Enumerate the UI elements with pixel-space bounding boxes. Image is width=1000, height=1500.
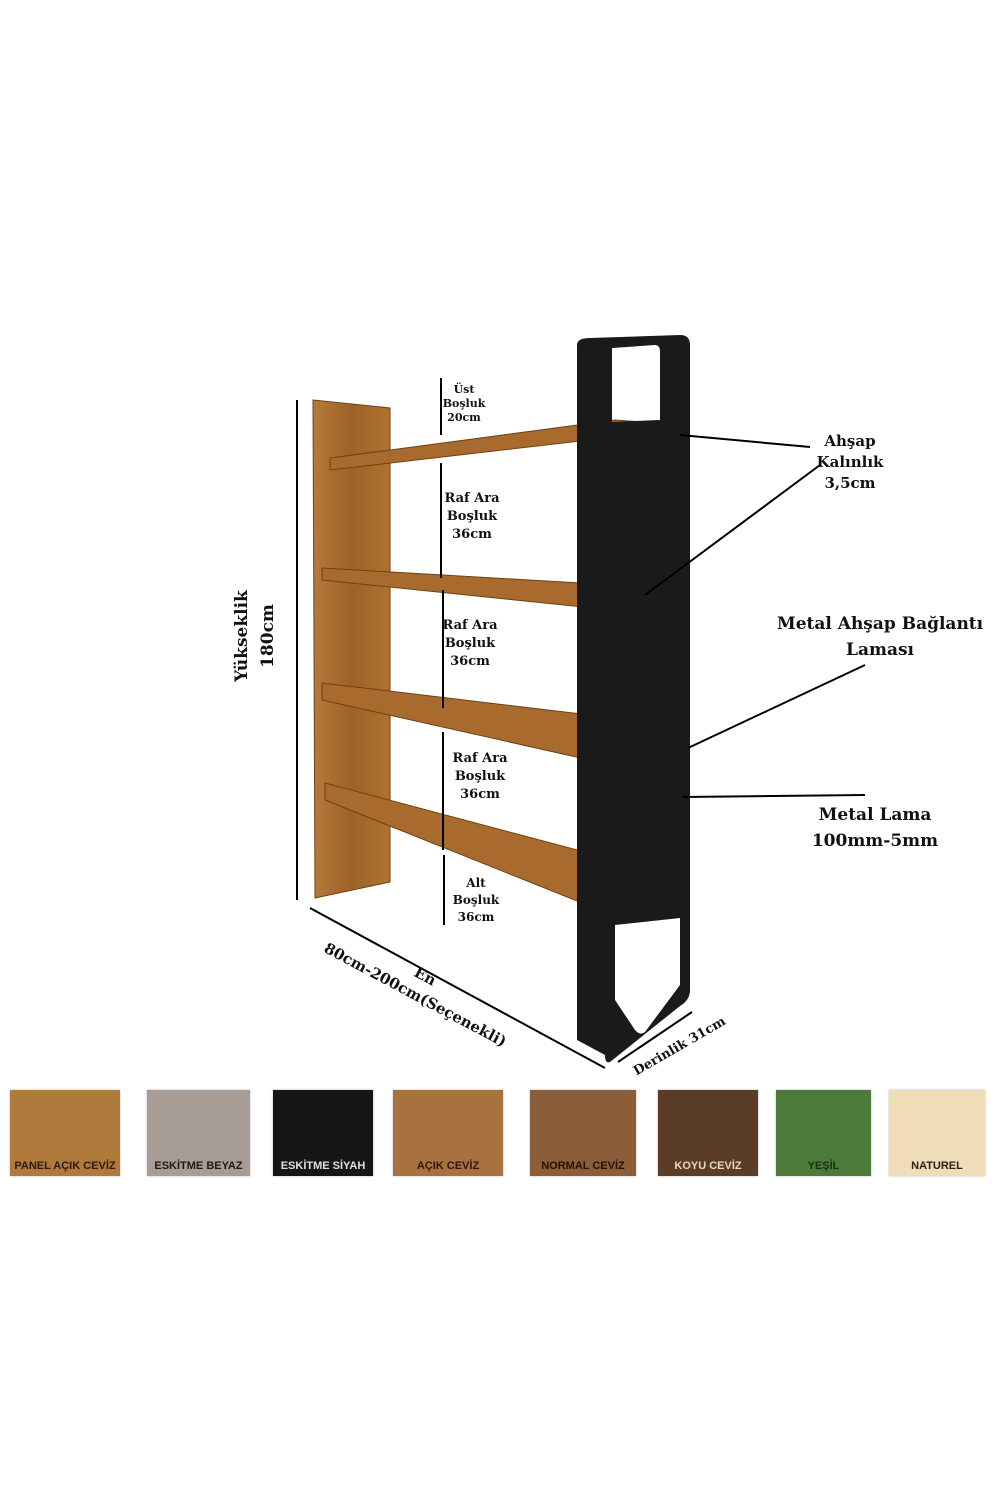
label-line: 3,5cm (824, 474, 876, 492)
swatch-label: AÇIK CEVİZ (416, 1160, 480, 1172)
label-line: Metal Ahşap Bağlantı (776, 614, 984, 634)
label-line: Kalınlık (816, 453, 884, 471)
label-line: Boşluk (446, 509, 498, 524)
swatch-normal-ceviz[interactable]: NORMAL CEVİZ (530, 1090, 636, 1176)
label-line: Boşluk (454, 769, 506, 784)
swatch-naturel[interactable]: NATUREL (889, 1090, 985, 1176)
top-gap-label: Üst Boşluk 20cm (440, 383, 488, 425)
label-line: Laması (846, 640, 914, 660)
label-line: Ahşap (824, 432, 876, 450)
swatch-label: ESKİTME BEYAZ (154, 1160, 243, 1172)
metal-bar-label: Metal Lama 100mm-5mm (785, 802, 965, 854)
height-label: Yükseklik 180cm (229, 561, 281, 711)
wood-thickness-label: Ahşap Kalınlık 3,5cm (800, 431, 900, 494)
label-line: 180cm (258, 604, 278, 668)
swatch-yesil[interactable]: YEŞİL (776, 1090, 871, 1176)
shelf-gap-1-label: Raf Ara Boşluk 36cm (436, 490, 508, 544)
swatch-label: ESKİTME SİYAH (280, 1160, 366, 1172)
swatch-label: NATUREL (911, 1160, 963, 1172)
shelf-gap-3-label: Raf Ara Boşluk 36cm (444, 750, 516, 804)
label-line: Raf Ara (442, 618, 498, 633)
label-line: Raf Ara (452, 751, 508, 766)
label-line: Boşluk (444, 636, 496, 651)
label-line: 36cm (460, 787, 500, 802)
swatch-label: PANEL AÇIK CEVİZ (14, 1160, 116, 1172)
label-line: Boşluk (442, 397, 486, 410)
label-line: Alt (466, 876, 486, 890)
swatch-eskitme-beyaz[interactable]: ESKİTME BEYAZ (147, 1090, 250, 1176)
label-line: Raf Ara (444, 491, 500, 506)
swatch-koyu-ceviz[interactable]: KOYU CEVİZ (658, 1090, 758, 1176)
label-line: Metal Lama (818, 805, 932, 825)
swatch-label: NORMAL CEVİZ (541, 1160, 625, 1172)
side-plank (312, 399, 391, 899)
label-line: Üst (453, 383, 475, 396)
label-line: 36cm (452, 527, 492, 542)
swatch-acik-ceviz[interactable]: AÇIK CEVİZ (393, 1090, 503, 1176)
swatch-panel-acik-ceviz[interactable]: PANEL AÇIK CEVİZ (10, 1090, 120, 1176)
connector-label: Metal Ahşap Bağlantı Laması (760, 611, 1000, 663)
swatch-label: KOYU CEVİZ (674, 1160, 742, 1172)
metal-frame (577, 335, 690, 1063)
swatch-label: YEŞİL (807, 1160, 840, 1172)
label-line: 36cm (457, 910, 495, 924)
label-line: Boşluk (452, 893, 500, 907)
label-line: Yükseklik (232, 590, 252, 682)
label-line: 100mm-5mm (811, 831, 939, 851)
label-line: 20cm (447, 411, 481, 424)
bottom-gap-label: Alt Boşluk 36cm (448, 875, 504, 926)
dimension-lines (296, 378, 866, 1069)
label-line: 36cm (450, 654, 490, 669)
swatch-eskitme-siyah[interactable]: ESKİTME SİYAH (273, 1090, 373, 1176)
shelf-gap-2-label: Raf Ara Boşluk 36cm (434, 617, 506, 671)
